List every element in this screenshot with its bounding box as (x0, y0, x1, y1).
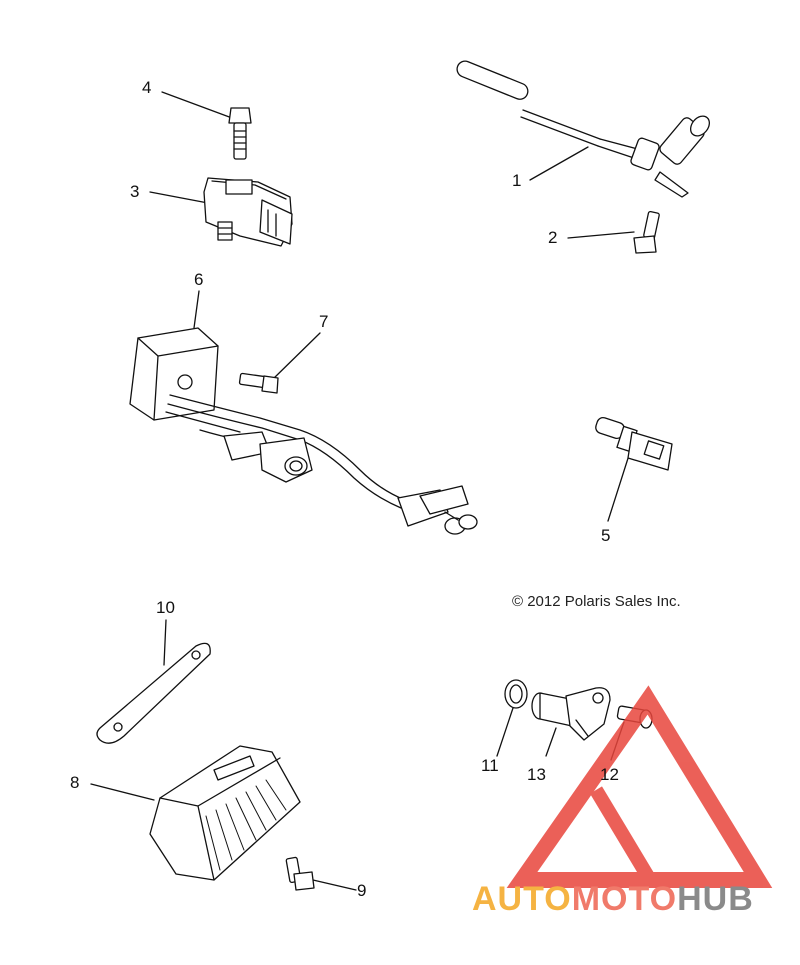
callout-12: 12 (600, 765, 619, 784)
part-1-sensor-lead (456, 60, 711, 198)
callout-9: 9 (357, 881, 367, 900)
callout-4: 4 (142, 78, 152, 97)
part-3-map-sensor (203, 177, 293, 247)
watermark-text: AUTOMOTOHUB (472, 880, 754, 919)
part-9-bolt (285, 856, 315, 891)
part-13-cam-sensor (531, 687, 611, 741)
leader-lines (90, 91, 635, 891)
callout-11: 11 (481, 756, 499, 775)
callout-5: 5 (601, 526, 611, 545)
watermark-part-1: AUTO (472, 880, 572, 918)
part-7-bolt (238, 372, 279, 394)
part-11-o-ring (504, 679, 528, 709)
copyright-notice: © 2012 Polaris Sales Inc. (512, 593, 681, 610)
watermark-part-3: HUB (677, 880, 754, 918)
callout-1: 1 (512, 171, 522, 190)
part-4-bolt (228, 107, 252, 160)
callout-6: 6 (194, 270, 204, 289)
part-5-temp-sensor (595, 416, 673, 471)
callout-10: 10 (156, 598, 175, 617)
part-8-regulator (149, 745, 301, 881)
part-10-gasket (96, 642, 211, 744)
callout-7: 7 (319, 312, 329, 331)
callout-3: 3 (130, 182, 140, 201)
watermark-logo-triangle (506, 685, 773, 888)
watermark-part-2: MOTO (571, 880, 678, 918)
part-6-module-harness (129, 327, 478, 535)
callout-13: 13 (527, 765, 546, 784)
callout-8: 8 (70, 773, 80, 792)
callout-2: 2 (548, 228, 558, 247)
part-2-bolt (633, 210, 660, 254)
